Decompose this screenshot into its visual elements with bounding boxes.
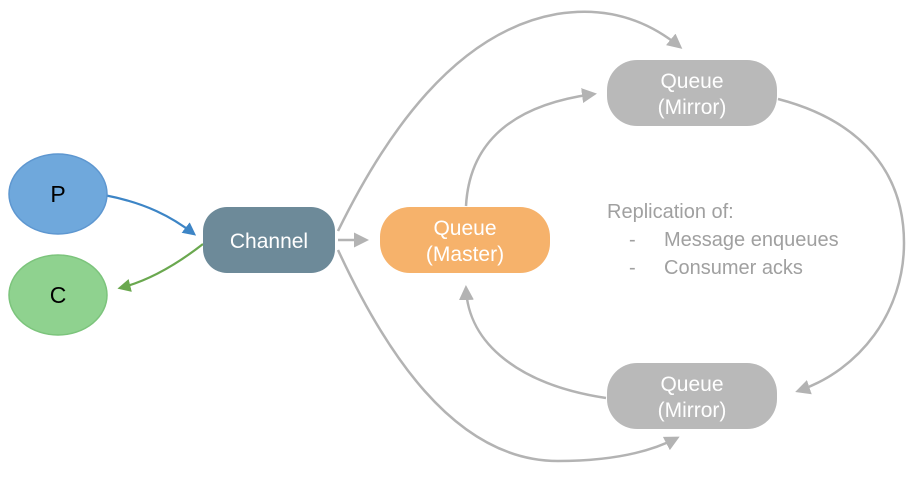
arrow-channel-to-mirror-top — [336, 10, 683, 232]
channel-node: Channel — [203, 207, 335, 273]
replication-note-bullet2-dash: - — [629, 257, 636, 279]
channel-label: Channel — [230, 230, 308, 253]
queue-mirror-top-label-line2: (Mirror) — [658, 96, 727, 119]
arrow-mirror-top-to-mirror-bottom — [777, 97, 906, 395]
queue-mirror-top-node: Queue (Mirror) — [607, 60, 777, 126]
arrow-master-to-mirror-top — [464, 88, 597, 207]
queue-master-label-line2: (Master) — [426, 243, 504, 266]
producer-ellipse — [8, 153, 108, 235]
replication-note-bullet2-text: Consumer acks — [664, 257, 803, 279]
replication-note-title: Replication of: — [607, 201, 734, 223]
queue-mirror-bottom-box — [607, 363, 777, 429]
queue-master-node: Queue (Master) — [380, 207, 550, 273]
queue-mirror-bottom-label-line2: (Mirror) — [658, 399, 727, 422]
channel-box — [203, 207, 335, 273]
queue-mirror-bottom-label-line1: Queue — [660, 373, 723, 396]
replication-note-bullet1-text: Message enqueues — [664, 229, 839, 251]
queue-mirror-bottom-node: Queue (Mirror) — [607, 363, 777, 429]
queue-master-box — [380, 207, 550, 273]
producer-label: P — [50, 181, 65, 207]
replication-note-bullet1-dash: - — [629, 229, 636, 251]
arrow-channel-to-consumer — [117, 243, 204, 292]
arrow-mirror-bottom-to-master — [458, 285, 607, 400]
queue-master-label-line1: Queue — [433, 217, 496, 240]
consumer-label: C — [50, 282, 67, 308]
queue-mirror-top-label-line1: Queue — [660, 70, 723, 93]
arrow-channel-to-mirror-bottom — [336, 249, 680, 463]
consumer-node: C — [8, 254, 108, 336]
producer-node: P — [8, 153, 108, 235]
queue-mirror-top-box — [607, 60, 777, 126]
consumer-ellipse — [8, 254, 108, 336]
arrow-producer-to-channel — [103, 193, 197, 236]
replication-note: Replication of: - Message enqueues - Con… — [607, 201, 839, 279]
